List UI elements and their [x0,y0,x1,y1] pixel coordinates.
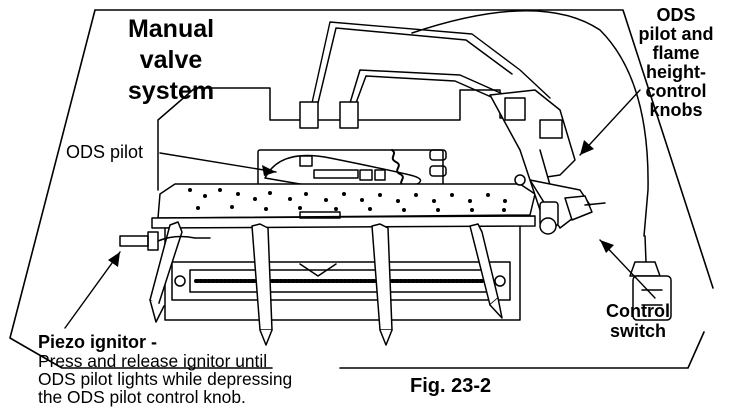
fitting-right [339,101,359,129]
label-control-switch: Control switch [596,301,680,341]
label-piezo-body: Press and release ignitor until ODS pilo… [38,352,328,406]
label-ods-pilot: ODS pilot [66,142,144,162]
base-panel-outline [9,9,714,369]
label-line: Control [606,301,670,321]
title-manual-valve-system: Manual valve system [96,14,246,107]
label-line: ODS pilot lights while depressing [38,369,293,389]
label-line: pilot and [638,24,714,44]
gas-tubing [311,21,551,104]
label-line: height- [646,62,706,82]
remote-connector [632,275,672,321]
fitting-left [299,101,319,129]
burner-plate [157,183,536,219]
control-switch [564,195,593,221]
title-line: valve [139,46,203,74]
remote-cable [644,235,647,263]
label-line: switch [609,321,666,341]
lower-frame [164,225,521,321]
label-line: knobs [649,100,703,120]
label-line: Press and release ignitor until [38,351,268,371]
figure-caption: Fig. 23-2 [410,375,492,397]
title-line: Manual [127,15,215,43]
support-legs [149,221,503,346]
label-line: the ODS pilot control knob. [38,387,246,407]
title-line: system [127,77,215,105]
piezo-ignitor [119,235,149,247]
label-piezo-heading: Piezo ignitor - [38,332,157,352]
label-knobs: ODS pilot and flame height- control knob… [622,6,730,120]
label-line: control [645,81,707,101]
leader-arrows [64,89,656,329]
front-rail [151,215,536,229]
label-line: flame [652,43,700,63]
label-line: ODS [656,5,696,25]
burner-ports [188,188,507,212]
